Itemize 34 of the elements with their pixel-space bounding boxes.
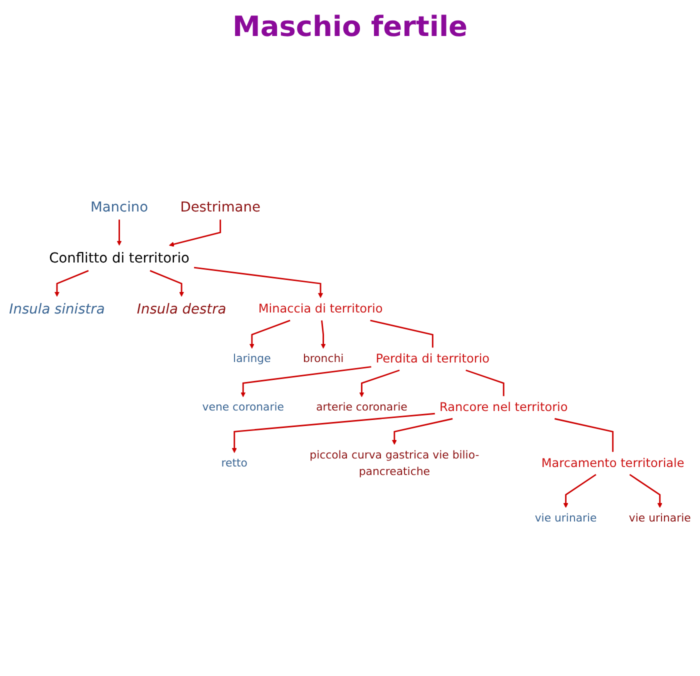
arrow <box>116 220 122 246</box>
arrow <box>169 220 222 247</box>
node-text: piccola curva gastrica vie bilio-pancreatiche <box>310 448 480 478</box>
arrow <box>629 474 662 508</box>
connector <box>466 370 504 396</box>
node-text: vene coronarie <box>202 400 284 414</box>
arrow <box>232 412 435 453</box>
node-text: retto <box>221 456 248 470</box>
node-text: Insula destra <box>136 301 226 318</box>
node-text: Destrimane <box>180 198 260 215</box>
arrow <box>150 270 184 297</box>
arrow <box>359 370 400 398</box>
node-text: Mancino <box>90 198 148 215</box>
arrow <box>392 418 453 445</box>
node-text: Perdita di territorio <box>376 352 490 366</box>
node-text: bronchi <box>302 352 344 366</box>
node-text: Marcamento territoriale <box>541 456 684 470</box>
node-text: Rancore nel territorio <box>439 400 568 414</box>
node-text: Insula sinistra <box>9 301 105 318</box>
node-text: Minaccia di territorio <box>258 302 383 316</box>
connector <box>554 418 614 452</box>
diagram-title: Maschio fertile <box>232 10 468 43</box>
arrow <box>563 474 596 508</box>
node-text: Conflitto di territorio <box>49 250 190 266</box>
arrow <box>194 266 324 298</box>
arrow <box>240 366 372 398</box>
node-text: laringe <box>233 352 271 366</box>
connector <box>370 320 434 348</box>
arrow <box>249 320 290 349</box>
arrow <box>54 270 89 297</box>
arrow <box>320 320 326 349</box>
node-text: arterie coronarie <box>316 400 408 414</box>
node-text: vie urinarie <box>628 512 691 524</box>
node-text: vie urinarie <box>534 512 597 524</box>
